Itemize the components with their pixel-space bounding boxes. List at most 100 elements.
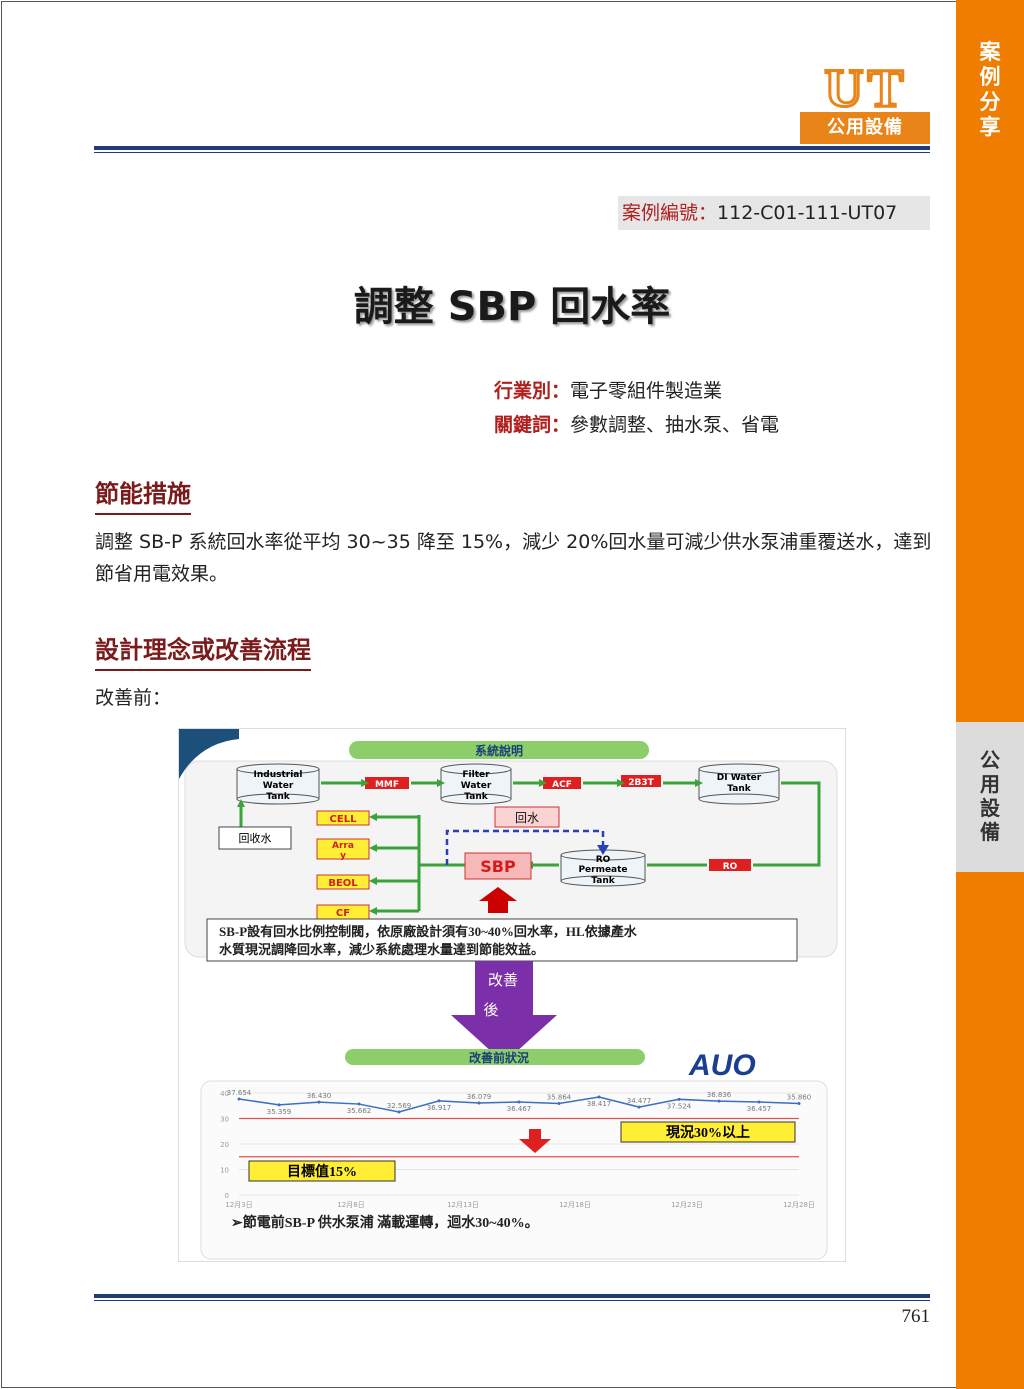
mmf-box: MMF: [365, 777, 409, 790]
design-heading: 設計理念或改善流程: [95, 630, 311, 671]
chart-point-label: 36.079: [467, 1093, 492, 1101]
footer-rule: [94, 1294, 930, 1298]
svg-text:ACF: ACF: [552, 780, 572, 790]
improvement-arrow-text-2: 後: [483, 1001, 498, 1019]
target-label-box: 目標值15%: [248, 1160, 396, 1182]
keywords-row: 關鍵詞：參數調整、抽水泵、省電: [494, 410, 779, 437]
chart-point: [557, 1102, 561, 1106]
chart-point: [677, 1097, 681, 1101]
sbp-up-arrow: [479, 887, 517, 913]
chart-point-label: 36.457: [747, 1105, 772, 1113]
flow-lines: [239, 781, 821, 913]
page-number: 761: [901, 1306, 931, 1327]
svg-text:目標值15%: 目標值15%: [287, 1163, 357, 1180]
chart-y-tick: 40: [220, 1090, 229, 1098]
logo-label: 公用設備: [800, 112, 930, 144]
chart-y-tick: 0: [225, 1192, 229, 1200]
svg-text:Filter: Filter: [462, 770, 490, 780]
case-number-label: 案例編號：: [622, 202, 718, 224]
chart-point: [517, 1100, 521, 1104]
sbp-box: SBP: [464, 852, 532, 880]
chart-x-tick: 12月3日: [225, 1201, 252, 1209]
measures-text: 調整 SB-P 系統回水率從平均 30~35 降至 15%，減少 20%回水量可…: [95, 531, 932, 585]
figure-svg: 系統說明 Industrial Water Tank Filter Water …: [179, 729, 838, 1260]
svg-text:RO: RO: [723, 862, 738, 872]
chart-point: [597, 1095, 601, 1099]
keywords-label: 關鍵詞：: [494, 414, 571, 436]
header-rule-thin: [94, 152, 930, 153]
industry-label: 行業別：: [494, 380, 571, 402]
chart-point-label: 37.654: [227, 1089, 252, 1097]
chart-x-tick: 12月23日: [671, 1201, 703, 1209]
svg-text:Permeate: Permeate: [578, 865, 627, 875]
system-figure: 系統說明 Industrial Water Tank Filter Water …: [178, 728, 846, 1262]
decrease-arrow: [519, 1129, 551, 1153]
chart-point: [717, 1099, 721, 1103]
chart-x-tick: 12月28日: [783, 1201, 815, 1209]
current-label-box: 現況30%以上: [620, 1121, 796, 1143]
banner-system: [349, 741, 649, 759]
svg-text:Industrial: Industrial: [254, 770, 303, 780]
chart-point-label: 38.417: [587, 1100, 612, 1108]
return-dashed-line: [445, 829, 605, 865]
banner-system-text: 系統說明: [475, 743, 523, 758]
chart-point: [477, 1101, 481, 1105]
svg-text:y: y: [340, 851, 346, 861]
chart-point: [357, 1102, 361, 1106]
auo-logo: AUO: [688, 1049, 756, 1082]
chart-point-label: 36.917: [427, 1104, 452, 1112]
chart-footer-note: ➢節電前SB-P 供水泵浦 滿載運轉，迴水30~40%。: [231, 1214, 539, 1231]
banner-before-text: 改善前狀況: [469, 1050, 529, 1065]
beol-box: BEOL: [316, 874, 370, 890]
chart-point-label: 37.524: [667, 1102, 692, 1110]
svg-text:SB-P設有回水比例控制閥，依原廠設計須有30~40%回水率: SB-P設有回水比例控制閥，依原廠設計須有30~40%回水率，HL依據產水: [219, 924, 638, 939]
svg-text:Tank: Tank: [266, 792, 290, 802]
industry-row: 行業別：電子零組件製造業: [494, 376, 722, 403]
svg-text:SBP: SBP: [480, 857, 516, 876]
chart-point-label: 36.467: [507, 1105, 532, 1113]
chart-point: [317, 1100, 321, 1104]
svg-text:回水: 回水: [515, 811, 539, 825]
chart-x-tick: 12月18日: [559, 1201, 591, 1209]
chart-point-label: 35.359: [267, 1108, 292, 1116]
svg-text:Tank: Tank: [464, 792, 488, 802]
chart-point-label: 36.430: [307, 1092, 332, 1100]
di-water-tank: DI Water Tank: [698, 763, 780, 805]
chart-y-tick: 10: [220, 1167, 229, 1175]
svg-text:Water: Water: [461, 781, 492, 791]
case-number: 案例編號：112-C01-111-UT07: [618, 196, 930, 230]
industry-value: 電子零組件製造業: [570, 380, 723, 402]
improvement-arrow: [451, 961, 557, 1063]
page-title: 調整 SBP 回水率: [353, 284, 671, 330]
svg-text:Tank: Tank: [727, 784, 751, 794]
cf-box: CF: [316, 904, 370, 920]
side-tab-case-share[interactable]: 案 例 分 享: [979, 40, 1001, 139]
chart-y-tick: 20: [220, 1141, 229, 1149]
chart-point-label: 35.864: [547, 1094, 572, 1102]
ro-permeate-tank: RO Permeate Tank: [560, 849, 646, 887]
svg-text:Arra: Arra: [332, 841, 354, 851]
svg-text:MMF: MMF: [375, 780, 399, 790]
side-tab-utility[interactable]: 公 用 設 備: [956, 722, 1024, 872]
svg-text:回收水: 回收水: [239, 831, 272, 845]
svg-text:水質現況調降回水率，減少系統處理水量達到節能效益。: 水質現況調降回水率，減少系統處理水量達到節能效益。: [219, 942, 544, 957]
svg-text:RO: RO: [596, 855, 611, 865]
svg-text:BEOL: BEOL: [328, 878, 358, 889]
chart-point-label: 36.836: [707, 1091, 732, 1099]
svg-text:DI Water: DI Water: [717, 773, 762, 783]
chart-point: [397, 1110, 401, 1114]
chart-point: [437, 1099, 441, 1103]
footer-rule-thin: [94, 1300, 930, 1301]
ut-logo-text: UT: [824, 62, 907, 112]
chart-point-label: 34.477: [627, 1097, 652, 1105]
chart-x-tick: 12月13日: [447, 1201, 479, 1209]
2b3t-box: 2B3T: [621, 775, 661, 788]
chart-x-tick: 12月8日: [337, 1201, 364, 1209]
chart-point: [277, 1103, 281, 1107]
before-label: 改善前：: [95, 687, 172, 709]
return-label: 回水: [494, 806, 560, 828]
chart-point: [797, 1102, 801, 1106]
measures-heading: 節能措施: [95, 474, 191, 515]
